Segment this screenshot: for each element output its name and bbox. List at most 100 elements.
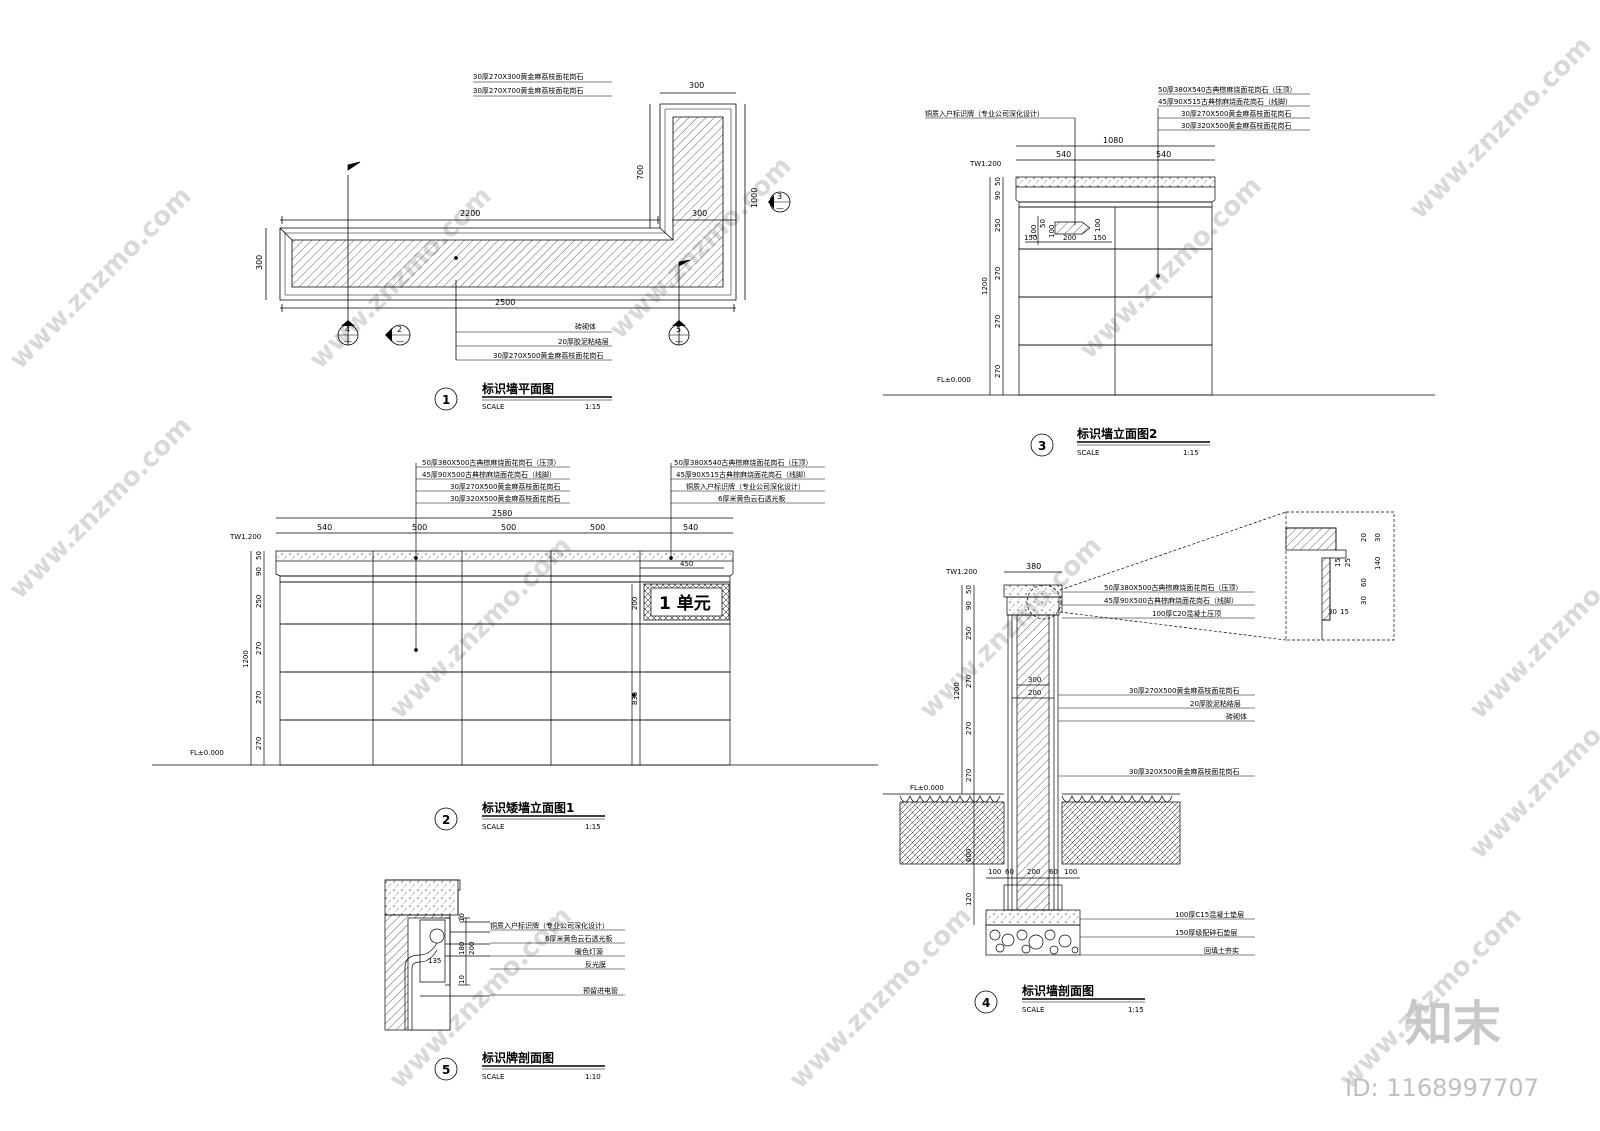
- svg-text:标识牌剖面图: 标识牌剖面图: [481, 1050, 554, 1065]
- section-marker[interactable]: 5 —: [668, 320, 690, 346]
- svg-text:270: 270: [255, 642, 263, 655]
- section-marker[interactable]: 3 —: [768, 191, 791, 213]
- note: 30厚270X500黄金麻荔枝面花岗石: [1181, 109, 1291, 118]
- note: 45厚90X515古典棕麻烧面花岗石（线脚）: [676, 470, 810, 479]
- svg-text:270: 270: [994, 315, 1002, 328]
- note: 30厚270X500黄金麻荔枝面花岗石: [450, 482, 560, 491]
- note: 铜质入户标识牌（专业公司深化设计）: [925, 109, 1044, 118]
- dim-label: 1080: [1103, 136, 1123, 145]
- watermark-text: www.znzmo.com: [4, 411, 198, 605]
- svg-text:60: 60: [1049, 868, 1058, 876]
- note: 20厚胶泥粘结层: [1190, 699, 1241, 708]
- svg-text:270: 270: [255, 691, 263, 704]
- note: 45厚90X515古典棕麻烧面花岗石（线脚）: [1158, 97, 1292, 106]
- note: 45厚90X500古典棕麻烧面花岗石（线脚）: [422, 470, 556, 479]
- dim-label: 300: [689, 81, 704, 90]
- svg-text:1:10: 1:10: [585, 1073, 601, 1081]
- svg-text:50: 50: [1039, 219, 1047, 228]
- svg-text:150: 150: [1093, 234, 1106, 242]
- drawing-3-elevation: [883, 108, 1435, 396]
- svg-text:3: 3: [1038, 439, 1046, 453]
- svg-text:120: 120: [965, 893, 973, 906]
- watermark-text: www.znzmo.com: [784, 901, 978, 1095]
- drawing-1-text: 30厚270X300黄金麻荔枝面花岗石 30厚270X700黄金麻荔枝面花岗石 …: [255, 72, 791, 411]
- svg-text:50: 50: [255, 551, 263, 560]
- svg-text:1200: 1200: [242, 650, 250, 668]
- svg-text:10: 10: [458, 913, 466, 922]
- note: 100厚C20混凝土压顶: [1152, 609, 1221, 618]
- section-marker[interactable]: 2 —: [385, 324, 411, 346]
- note: 回填土夯实: [1204, 946, 1239, 955]
- note: 砖砌体: [575, 322, 596, 331]
- svg-text:135: 135: [428, 957, 441, 965]
- svg-text:270: 270: [255, 737, 263, 750]
- svg-text:—: —: [396, 337, 404, 346]
- section-marker[interactable]: 4 —: [337, 320, 359, 346]
- svg-text:500: 500: [590, 523, 605, 532]
- svg-text:15: 15: [1334, 558, 1342, 567]
- note: 砖砌体: [1226, 712, 1247, 721]
- svg-text:50: 50: [994, 177, 1002, 186]
- svg-text:600: 600: [965, 849, 973, 862]
- dim-label: 700: [636, 165, 645, 180]
- svg-text:270: 270: [965, 675, 973, 688]
- drawing-title: 4 标识墙剖面图 SCALE 1:15: [974, 983, 1145, 1014]
- svg-text:1:15: 1:15: [585, 403, 601, 411]
- svg-text:SCALE: SCALE: [1077, 449, 1099, 457]
- note: 30厚320X500黄金麻荔枝面花岗石: [1129, 767, 1239, 776]
- svg-text:500: 500: [412, 523, 427, 532]
- drawing-1-plan: [265, 92, 746, 360]
- svg-text:—: —: [776, 204, 784, 213]
- svg-text:1:15: 1:15: [585, 823, 601, 831]
- svg-text:200: 200: [1028, 689, 1041, 697]
- note: 45厚90X500古典棕麻烧面花岗石（线脚）: [1104, 596, 1238, 605]
- note: 30厚320X500黄金麻荔枝面花岗石: [450, 494, 560, 503]
- svg-text:200: 200: [1063, 234, 1076, 242]
- note: 20厚胶泥粘结层: [558, 337, 609, 346]
- dim-label: 2200: [460, 209, 480, 218]
- note: 暖色灯源: [575, 947, 603, 956]
- drawing-4-text: 50厚380X500古典棕麻烧面花岗石（压顶） 45厚90X500古典棕麻烧面花…: [910, 533, 1382, 1014]
- drawing-title: 5 标识牌剖面图 SCALE 1:10: [434, 1050, 605, 1081]
- note: 铜质入户标识牌（专业公司深化设计）: [686, 482, 805, 491]
- svg-text:30: 30: [1328, 608, 1337, 616]
- svg-text:100: 100: [1064, 868, 1077, 876]
- svg-text:200: 200: [1027, 868, 1040, 876]
- watermark-text: www.znzmo.com: [914, 531, 1108, 725]
- sign-text: 1 单元: [659, 593, 711, 614]
- watermark-logo: 知末: [1405, 996, 1501, 1052]
- note: 150厚级配碎石垫层: [1175, 928, 1237, 937]
- svg-text:3: 3: [777, 192, 782, 201]
- svg-text:60: 60: [1005, 868, 1014, 876]
- note: 50厚380X540古典棕麻烧面花岗石（压顶）: [1158, 85, 1296, 94]
- svg-text:180: 180: [458, 942, 466, 955]
- drawing-title: 1 标识墙平面图 SCALE 1:15: [434, 381, 612, 411]
- svg-text:835: 835: [631, 692, 639, 705]
- svg-text:4: 4: [345, 325, 350, 334]
- svg-text:SCALE: SCALE: [482, 823, 504, 831]
- svg-text:60: 60: [1360, 578, 1368, 587]
- svg-text:500: 500: [501, 523, 516, 532]
- svg-text:标识墙剖面图: 标识墙剖面图: [1021, 983, 1094, 998]
- drawing-5-section: [384, 879, 490, 1031]
- level: TW1.200: [969, 160, 1001, 168]
- svg-text:270: 270: [965, 722, 973, 735]
- note: 30厚270X500黄金麻荔枝面花岗石: [1129, 686, 1239, 695]
- note: 30厚320X500黄金麻荔枝面花岗石: [1181, 121, 1291, 130]
- svg-text:30: 30: [1374, 533, 1382, 542]
- svg-text:250: 250: [255, 595, 263, 608]
- svg-text:2: 2: [442, 813, 450, 827]
- svg-text:4: 4: [982, 996, 990, 1010]
- svg-text:1200: 1200: [953, 682, 961, 700]
- svg-text:1: 1: [442, 393, 450, 407]
- svg-text:300: 300: [1028, 676, 1041, 684]
- svg-text:标识墙平面图: 标识墙平面图: [481, 381, 554, 396]
- svg-text:5: 5: [442, 1063, 450, 1077]
- drawing-title: 2 标识矮墙立面图1 SCALE 1:15: [434, 800, 605, 831]
- watermark-text: www.znzmo.com: [1074, 171, 1268, 365]
- watermarks: www.znzmo.com www.znzmo.com www.znzmo.co…: [4, 31, 1600, 1095]
- note: 50厚380X500古典棕麻烧面花岗石（压顶）: [422, 458, 560, 467]
- svg-text:250: 250: [994, 219, 1002, 232]
- watermark-text: www.znzmo.com: [1404, 31, 1598, 225]
